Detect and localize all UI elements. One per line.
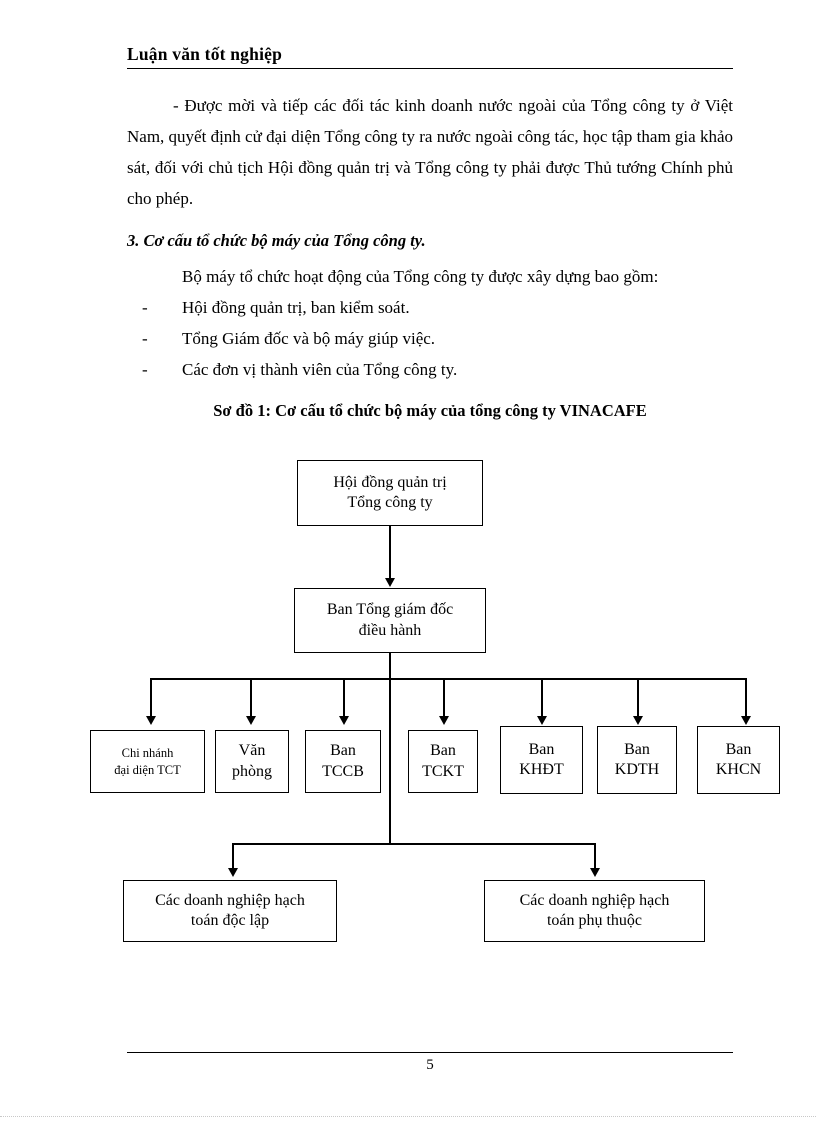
org-node-department-6-line1: Ban: [624, 740, 650, 758]
page-number: 5: [426, 1057, 434, 1073]
paragraph-1: - Được mời và tiếp các đối tác kinh doan…: [127, 96, 733, 208]
connector-executive-trunk: [389, 653, 391, 844]
arrow-head-icon: [246, 716, 256, 725]
list-item-marker: -: [142, 360, 148, 379]
org-node-department-7: Ban KHCN: [697, 726, 780, 794]
arrow-head-icon: [439, 716, 449, 725]
org-node-enterprise-1-line2: toán độc lập: [190, 912, 270, 929]
org-node-board: Hội đồng quản trị Tổng công ty: [297, 460, 483, 526]
org-node-department-6-line2: KDTH: [614, 761, 660, 778]
connector-drop-4: [443, 678, 445, 720]
org-node-department-1-line2: đại diện TCT: [114, 762, 181, 777]
connector-drop-6: [637, 678, 639, 720]
org-node-department-1-line1: Chi nhánh: [121, 745, 174, 760]
list-item-marker: -: [142, 298, 148, 317]
connector-drop-5: [541, 678, 543, 720]
connector-board-to-executive: [389, 526, 391, 581]
org-node-department-4-line1: Ban: [430, 742, 456, 760]
arrow-head-icon: [385, 578, 395, 587]
list-item-marker: -: [142, 329, 148, 348]
org-node-department-4: Ban TCKT: [408, 730, 478, 793]
list-item-label: Hội đồng quản trị, ban kiểm soát.: [182, 298, 410, 317]
section-heading-3: 3. Cơ cấu tổ chức bộ máy của Tổng công t…: [127, 231, 426, 250]
org-node-executive-line1: Ban Tổng giám đốc: [326, 601, 454, 619]
org-node-department-5-line1: Ban: [528, 740, 555, 758]
list-item-label: Các đơn vị thành viên của Tổng công ty.: [182, 360, 458, 379]
org-node-department-3-line2: TCCB: [322, 762, 364, 780]
arrow-head-icon: [146, 716, 156, 725]
page-bottom-edge: [0, 1116, 816, 1117]
list-item: - Hội đồng quản trị, ban kiểm soát.: [127, 292, 733, 323]
figure-title: Sơ đồ 1: Cơ cấu tổ chức bộ máy của tổng …: [213, 401, 647, 420]
org-node-department-6: Ban KDTH: [597, 726, 677, 794]
org-node-executive-line2: điều hành: [358, 621, 422, 639]
org-node-department-3: Ban TCCB: [305, 730, 381, 793]
org-node-executive: Ban Tổng giám đốc điều hành: [294, 588, 486, 653]
list-item-label: Tổng Giám đốc và bộ máy giúp việc.: [182, 329, 436, 348]
connector-drop-7: [745, 678, 747, 720]
footer-divider: [127, 1052, 733, 1053]
connector-drop-enterprise-2: [594, 843, 596, 871]
arrow-head-icon: [228, 868, 238, 877]
arrow-head-icon: [741, 716, 751, 725]
arrow-head-icon: [537, 716, 547, 725]
connector-drop-enterprise-1: [232, 843, 234, 871]
page-header: Luận văn tốt nghiệp: [127, 44, 733, 69]
bullet-list: - Hội đồng quản trị, ban kiểm soát. - Tổ…: [127, 292, 733, 385]
org-node-department-3-line1: Ban: [330, 742, 356, 760]
arrow-head-icon: [339, 716, 349, 725]
org-node-department-7-line1: Ban: [725, 740, 752, 758]
connector-department-bus: [150, 678, 746, 680]
org-node-board-line1: Hội đồng quản trị: [333, 473, 447, 491]
arrow-head-icon: [590, 868, 600, 877]
connector-drop-3: [343, 678, 345, 720]
org-node-enterprise-1: Các doanh nghiệp hạch toán độc lập: [123, 880, 337, 942]
org-node-department-5: Ban KHĐT: [500, 726, 583, 794]
org-node-enterprise-2-line1: Các doanh nghiệp hạch: [519, 891, 670, 909]
connector-drop-2: [250, 678, 252, 720]
org-node-department-2-line2: phòng: [232, 762, 272, 780]
org-node-enterprise-1-line1: Các doanh nghiệp hạch: [155, 891, 305, 909]
org-node-department-5-line2: KHĐT: [519, 761, 564, 778]
org-node-department-2-line1: Văn: [238, 742, 266, 760]
org-node-enterprise-2: Các doanh nghiệp hạch toán phụ thuộc: [484, 880, 705, 942]
org-node-board-line2: Tổng công ty: [347, 494, 433, 511]
org-node-department-4-line2: TCKT: [422, 762, 464, 780]
org-node-department-2: Văn phòng: [215, 730, 289, 793]
header-title: Luận văn tốt nghiệp: [127, 44, 283, 64]
connector-drop-1: [150, 678, 152, 720]
org-node-department-7-line2: KHCN: [715, 761, 762, 778]
connector-enterprise-bus: [232, 843, 596, 845]
org-node-department-1: Chi nhánh đại diện TCT: [90, 730, 205, 793]
arrow-head-icon: [633, 716, 643, 725]
list-item: - Tổng Giám đốc và bộ máy giúp việc.: [127, 323, 733, 354]
org-node-enterprise-2-line2: toán phụ thuộc: [546, 912, 643, 929]
list-item: - Các đơn vị thành viên của Tổng công ty…: [127, 354, 733, 385]
paragraph-2: Bộ máy tổ chức hoạt động của Tổng công t…: [182, 267, 659, 286]
header-divider: [127, 68, 733, 69]
